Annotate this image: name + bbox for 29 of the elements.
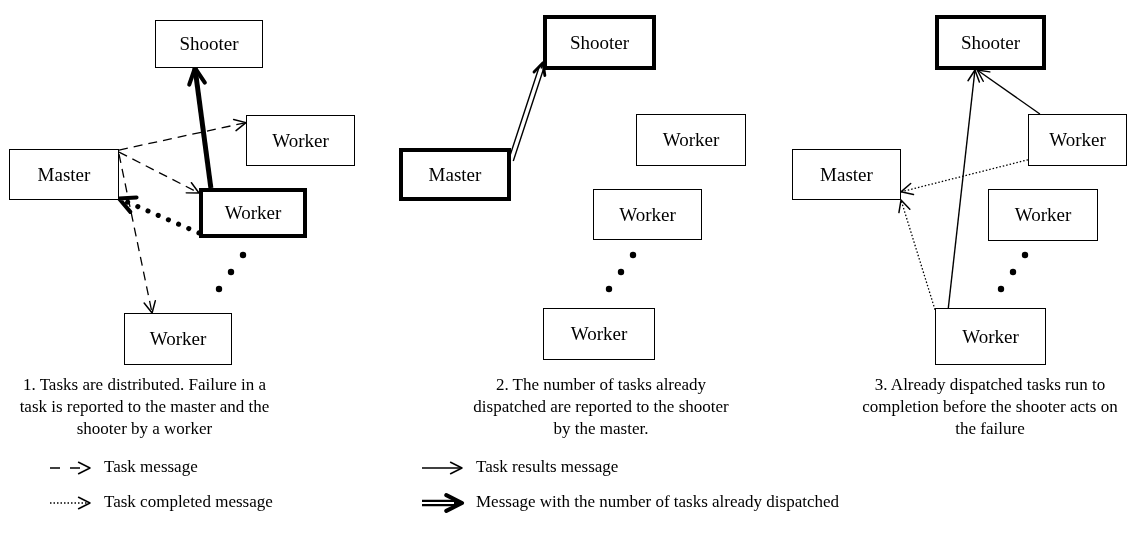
legend-label: Task message [104, 457, 198, 477]
arrow [508, 61, 547, 162]
process-box: Worker [543, 308, 655, 360]
process-box: Worker [246, 115, 355, 166]
arrow [900, 159, 1029, 196]
process-box: Worker [988, 189, 1098, 241]
process-box: Worker [1028, 114, 1127, 166]
process-box: Shooter [543, 15, 656, 70]
process-box: Worker [593, 189, 702, 240]
arrow [947, 69, 981, 309]
process-box: Worker [935, 308, 1046, 365]
process-box: Shooter [935, 15, 1046, 70]
caption: 2. The number of tasks already dispatched are reported to the shooter by the master. [472, 374, 730, 440]
process-box: Master [9, 149, 119, 200]
legend-label: Message with the number of tasks already dispatched [476, 492, 840, 512]
legend-label: Task completed message [104, 492, 273, 512]
process-box: Shooter [155, 20, 263, 68]
arrow [118, 151, 200, 194]
arrow [118, 153, 157, 314]
caption: 1. Tasks are distributed. Failure in a task is reported to the master and the shooter by a worker [18, 374, 271, 440]
process-box: Master [792, 149, 901, 200]
process-box: Worker [199, 188, 307, 238]
legend-label: Task results message [476, 457, 619, 477]
caption: 3. Already dispatched tasks run to completion before the shooter acts on the failure [861, 374, 1119, 440]
arrow [118, 118, 247, 151]
arrow [976, 69, 1041, 115]
process-box: Master [399, 148, 511, 201]
process-box: Worker [124, 313, 232, 365]
process-box: Worker [636, 114, 746, 166]
